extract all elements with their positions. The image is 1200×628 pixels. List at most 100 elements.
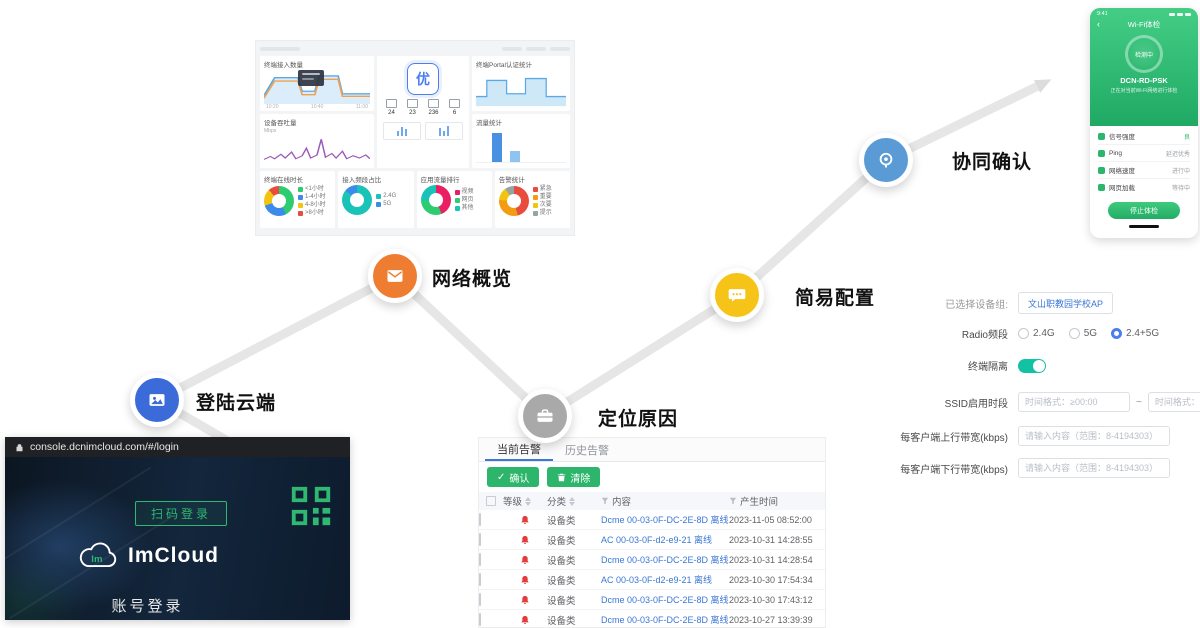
alarm-row: 设备类 Dcme 00-03-0F-DC-2E-8D 离线 2023-11-05… <box>479 510 825 530</box>
row-checkbox[interactable] <box>479 573 481 586</box>
status-icons <box>1169 12 1191 16</box>
stat-value: 24 <box>388 110 395 116</box>
signal-icon <box>1169 12 1175 16</box>
alarm-bell-icon <box>521 515 529 524</box>
alarm-category: 设备类 <box>547 575 576 587</box>
back-arrow-icon[interactable]: ‹ <box>1097 19 1100 29</box>
alarm-content-link[interactable]: AC 00-03-0F-d2-e9-21 离线 <box>601 575 713 585</box>
legend-item: 视频 <box>454 188 474 196</box>
filter-funnel-icon[interactable] <box>601 497 609 505</box>
ssid-time-label: SSID启用时段 <box>944 398 1008 410</box>
browser-address-bar[interactable]: console.dcnimcloud.com/#/login <box>5 437 350 457</box>
row-checkbox[interactable] <box>479 513 481 526</box>
tab-history-alarms[interactable]: 历史告警 <box>565 444 609 457</box>
login-page-body: 扫码登录 lm ImCloud 账号登录 <box>5 457 350 620</box>
alarm-content-link[interactable]: AC 00-03-0F-d2-e9-21 离线 <box>601 535 713 545</box>
alarm-table-header: 等级 分类 内容 产生时间 <box>479 492 825 510</box>
ap-icon <box>407 99 418 108</box>
downlink-input[interactable] <box>1018 458 1170 478</box>
scan-login-button[interactable]: 扫码登录 <box>135 501 228 526</box>
alarm-time: 2023-10-31 14:28:54 <box>729 554 813 565</box>
row-checkbox[interactable] <box>479 593 481 606</box>
phone-title: Wi-Fi体检 <box>1127 20 1161 29</box>
confirm-button[interactable]: ✓确认 <box>487 467 540 487</box>
webpage-icon <box>1098 183 1105 191</box>
tab-current-alarms[interactable]: 当前告警 <box>485 438 553 461</box>
legend-item: >8小时 <box>298 209 326 217</box>
step-label-confirm: 协同确认 <box>952 152 1033 173</box>
checkup-item: Ping 延迟优秀 <box>1098 145 1190 162</box>
select-all-checkbox[interactable] <box>486 496 496 506</box>
alarm-content-link[interactable]: Dcme 00-03-0F-DC-2E-8D 离线 <box>601 615 729 625</box>
lock-icon <box>16 443 23 451</box>
alarm-content-link[interactable]: Dcme 00-03-0F-DC-2E-8D 离线 <box>601 595 729 605</box>
step-circle-locate <box>518 389 572 443</box>
traffic-chart-panel: 流量统计 <box>472 113 570 168</box>
stop-checkup-button[interactable]: 停止体检 <box>1108 202 1180 219</box>
alarm-content-link[interactable]: Dcme 00-03-0F-DC-2E-8D 离线 <box>601 555 729 565</box>
isolation-toggle[interactable] <box>1018 358 1046 373</box>
mobile-app-screenshot: 9:41 ‹ Wi-Fi体检 检测中 DCN-RD-PSK 正在对当前Wi-Fi… <box>1090 8 1198 238</box>
account-login-link[interactable]: 账号登录 <box>111 598 184 615</box>
sort-carets-icon[interactable] <box>525 496 532 506</box>
access-chart-panel: 终端接入数量 10:20 10:40 11:00 <box>260 56 374 111</box>
legend-item: 2.4G <box>376 192 396 200</box>
alarm-category: 设备类 <box>547 555 576 567</box>
item-label: 信号强度 <box>1109 134 1135 141</box>
alarm-content-link[interactable]: Dcme 00-03-0F-DC-2E-8D 离线 <box>601 515 729 525</box>
wifi-icon <box>1177 12 1183 16</box>
portal-chart-panel: 终端Portal认证统计 <box>472 56 570 111</box>
alarm-row: 设备类 AC 00-03-0F-d2-e9-21 离线 2023-10-30 1… <box>479 570 825 590</box>
throughput-chart-panel: 设备吞吐量 Mbps <box>260 113 374 168</box>
battery-icon <box>1185 12 1191 16</box>
time-end-input[interactable] <box>1147 392 1200 412</box>
row-checkbox[interactable] <box>479 553 481 566</box>
radio-option-label: 2.4G <box>1033 328 1055 339</box>
row-checkbox[interactable] <box>479 533 481 546</box>
panel-title: 终端在线时长 <box>264 177 303 184</box>
radio-2-4-5g-selected[interactable] <box>1111 328 1123 339</box>
downlink-label: 每客户端下行带宽(kbps) <box>900 464 1008 476</box>
item-value: 良 <box>1183 134 1190 141</box>
gauge-status: 检测中 <box>1134 52 1153 59</box>
device-group-label: 已选择设备组: <box>945 299 1008 311</box>
summary-box <box>425 122 463 140</box>
panel-title: 告警统计 <box>498 177 525 184</box>
sort-carets-icon[interactable] <box>569 496 576 506</box>
column-time[interactable]: 产生时间 <box>729 494 825 508</box>
donut-chart <box>264 186 294 216</box>
y-axis-unit: Mbps <box>264 127 277 134</box>
legend-item: 次要 <box>532 201 552 209</box>
step-label-config: 简易配置 <box>795 288 876 309</box>
item-label: 网页加载 <box>1109 185 1135 192</box>
legend-item: 其他 <box>454 204 474 212</box>
alarm-time: 2023-11-05 08:52:00 <box>729 514 812 525</box>
column-content[interactable]: 内容 <box>601 494 729 508</box>
radio-2-4g[interactable] <box>1018 328 1029 339</box>
step-label-locate: 定位原因 <box>598 409 679 430</box>
donut-chart <box>420 185 451 215</box>
filter-funnel-icon[interactable] <box>729 497 737 505</box>
legend-item: 网页 <box>454 196 474 204</box>
cloud-logo-icon: lm <box>79 542 117 567</box>
column-level[interactable]: 等级 <box>503 494 547 508</box>
clear-button[interactable]: 清除 <box>547 467 601 487</box>
panel-title: 设备吞吐量 <box>264 119 297 127</box>
alarm-time: 2023-10-30 17:54:34 <box>729 574 813 585</box>
device-group-value[interactable]: 文山职教园学校AP <box>1018 292 1114 314</box>
step-label-login: 登陆云端 <box>196 393 277 414</box>
uplink-input[interactable] <box>1018 426 1170 446</box>
row-checkbox[interactable] <box>479 613 481 626</box>
alarm-category: 设备类 <box>547 615 576 627</box>
alarm-category: 设备类 <box>547 535 576 547</box>
column-category[interactable]: 分类 <box>547 494 601 508</box>
donut-legend: 视频 网页 其他 <box>454 188 474 212</box>
dashboard-topbar <box>260 45 570 53</box>
time-start-input[interactable] <box>1018 392 1130 412</box>
alarm-row: 设备类 Dcme 00-03-0F-DC-2E-8D 离线 2023-10-27… <box>479 610 825 627</box>
radio-5g[interactable] <box>1068 328 1080 339</box>
qr-code-icon[interactable] <box>288 483 334 529</box>
checkup-item: 网页加载 等待中 <box>1098 179 1190 195</box>
radio-option-label: 5G <box>1083 328 1098 339</box>
